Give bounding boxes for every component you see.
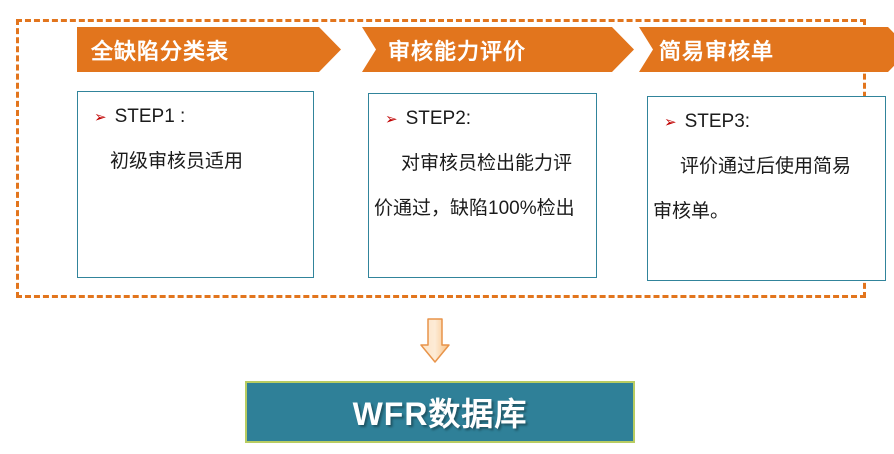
step1-box: ➢ STEP1 : 初级审核员适用 xyxy=(77,91,314,278)
step-text-line: 评价通过后使用简易 xyxy=(680,156,852,177)
banner-label: 全缺陷分类表 xyxy=(91,38,230,64)
wfr-database-box: WFR数据库 xyxy=(245,381,635,443)
step-text-line: 对审核员检出能力评 xyxy=(401,153,573,174)
banner-label: 简易审核单 xyxy=(659,38,775,64)
step-heading: ➢ STEP1 : xyxy=(94,94,308,139)
triangle-bullet-icon: ➢ xyxy=(94,109,107,126)
step3-box: ➢ STEP3: 评价通过后使用简易 审核单。 xyxy=(647,96,886,281)
banner-full-defect-table: 全缺陷分类表 xyxy=(77,27,341,72)
down-arrow-icon xyxy=(420,318,450,363)
step-label: STEP2: xyxy=(405,108,472,129)
step2-box: ➢ STEP2: 对审核员检出能力评 价通过，缺陷100%检出 xyxy=(368,93,597,278)
step-text-line: 初级审核员适用 xyxy=(110,151,244,172)
step-text-line: 审核单。 xyxy=(653,201,730,222)
banner-audit-capability-eval: 审核能力评价 xyxy=(362,27,634,72)
step-text-line: 价通过，缺陷100%检出 xyxy=(374,198,575,219)
step-heading: ➢ STEP2: xyxy=(385,96,591,141)
banner-simple-audit-sheet: 简易审核单 xyxy=(639,27,894,72)
banner-label: 审核能力评价 xyxy=(388,38,527,64)
triangle-bullet-icon: ➢ xyxy=(664,114,677,131)
triangle-bullet-icon: ➢ xyxy=(385,111,398,128)
step-label: STEP3: xyxy=(684,111,751,132)
step-label: STEP1 : xyxy=(114,106,186,127)
wfr-database-label: WFR数据库 xyxy=(352,396,528,432)
step-heading: ➢ STEP3: xyxy=(664,99,880,144)
